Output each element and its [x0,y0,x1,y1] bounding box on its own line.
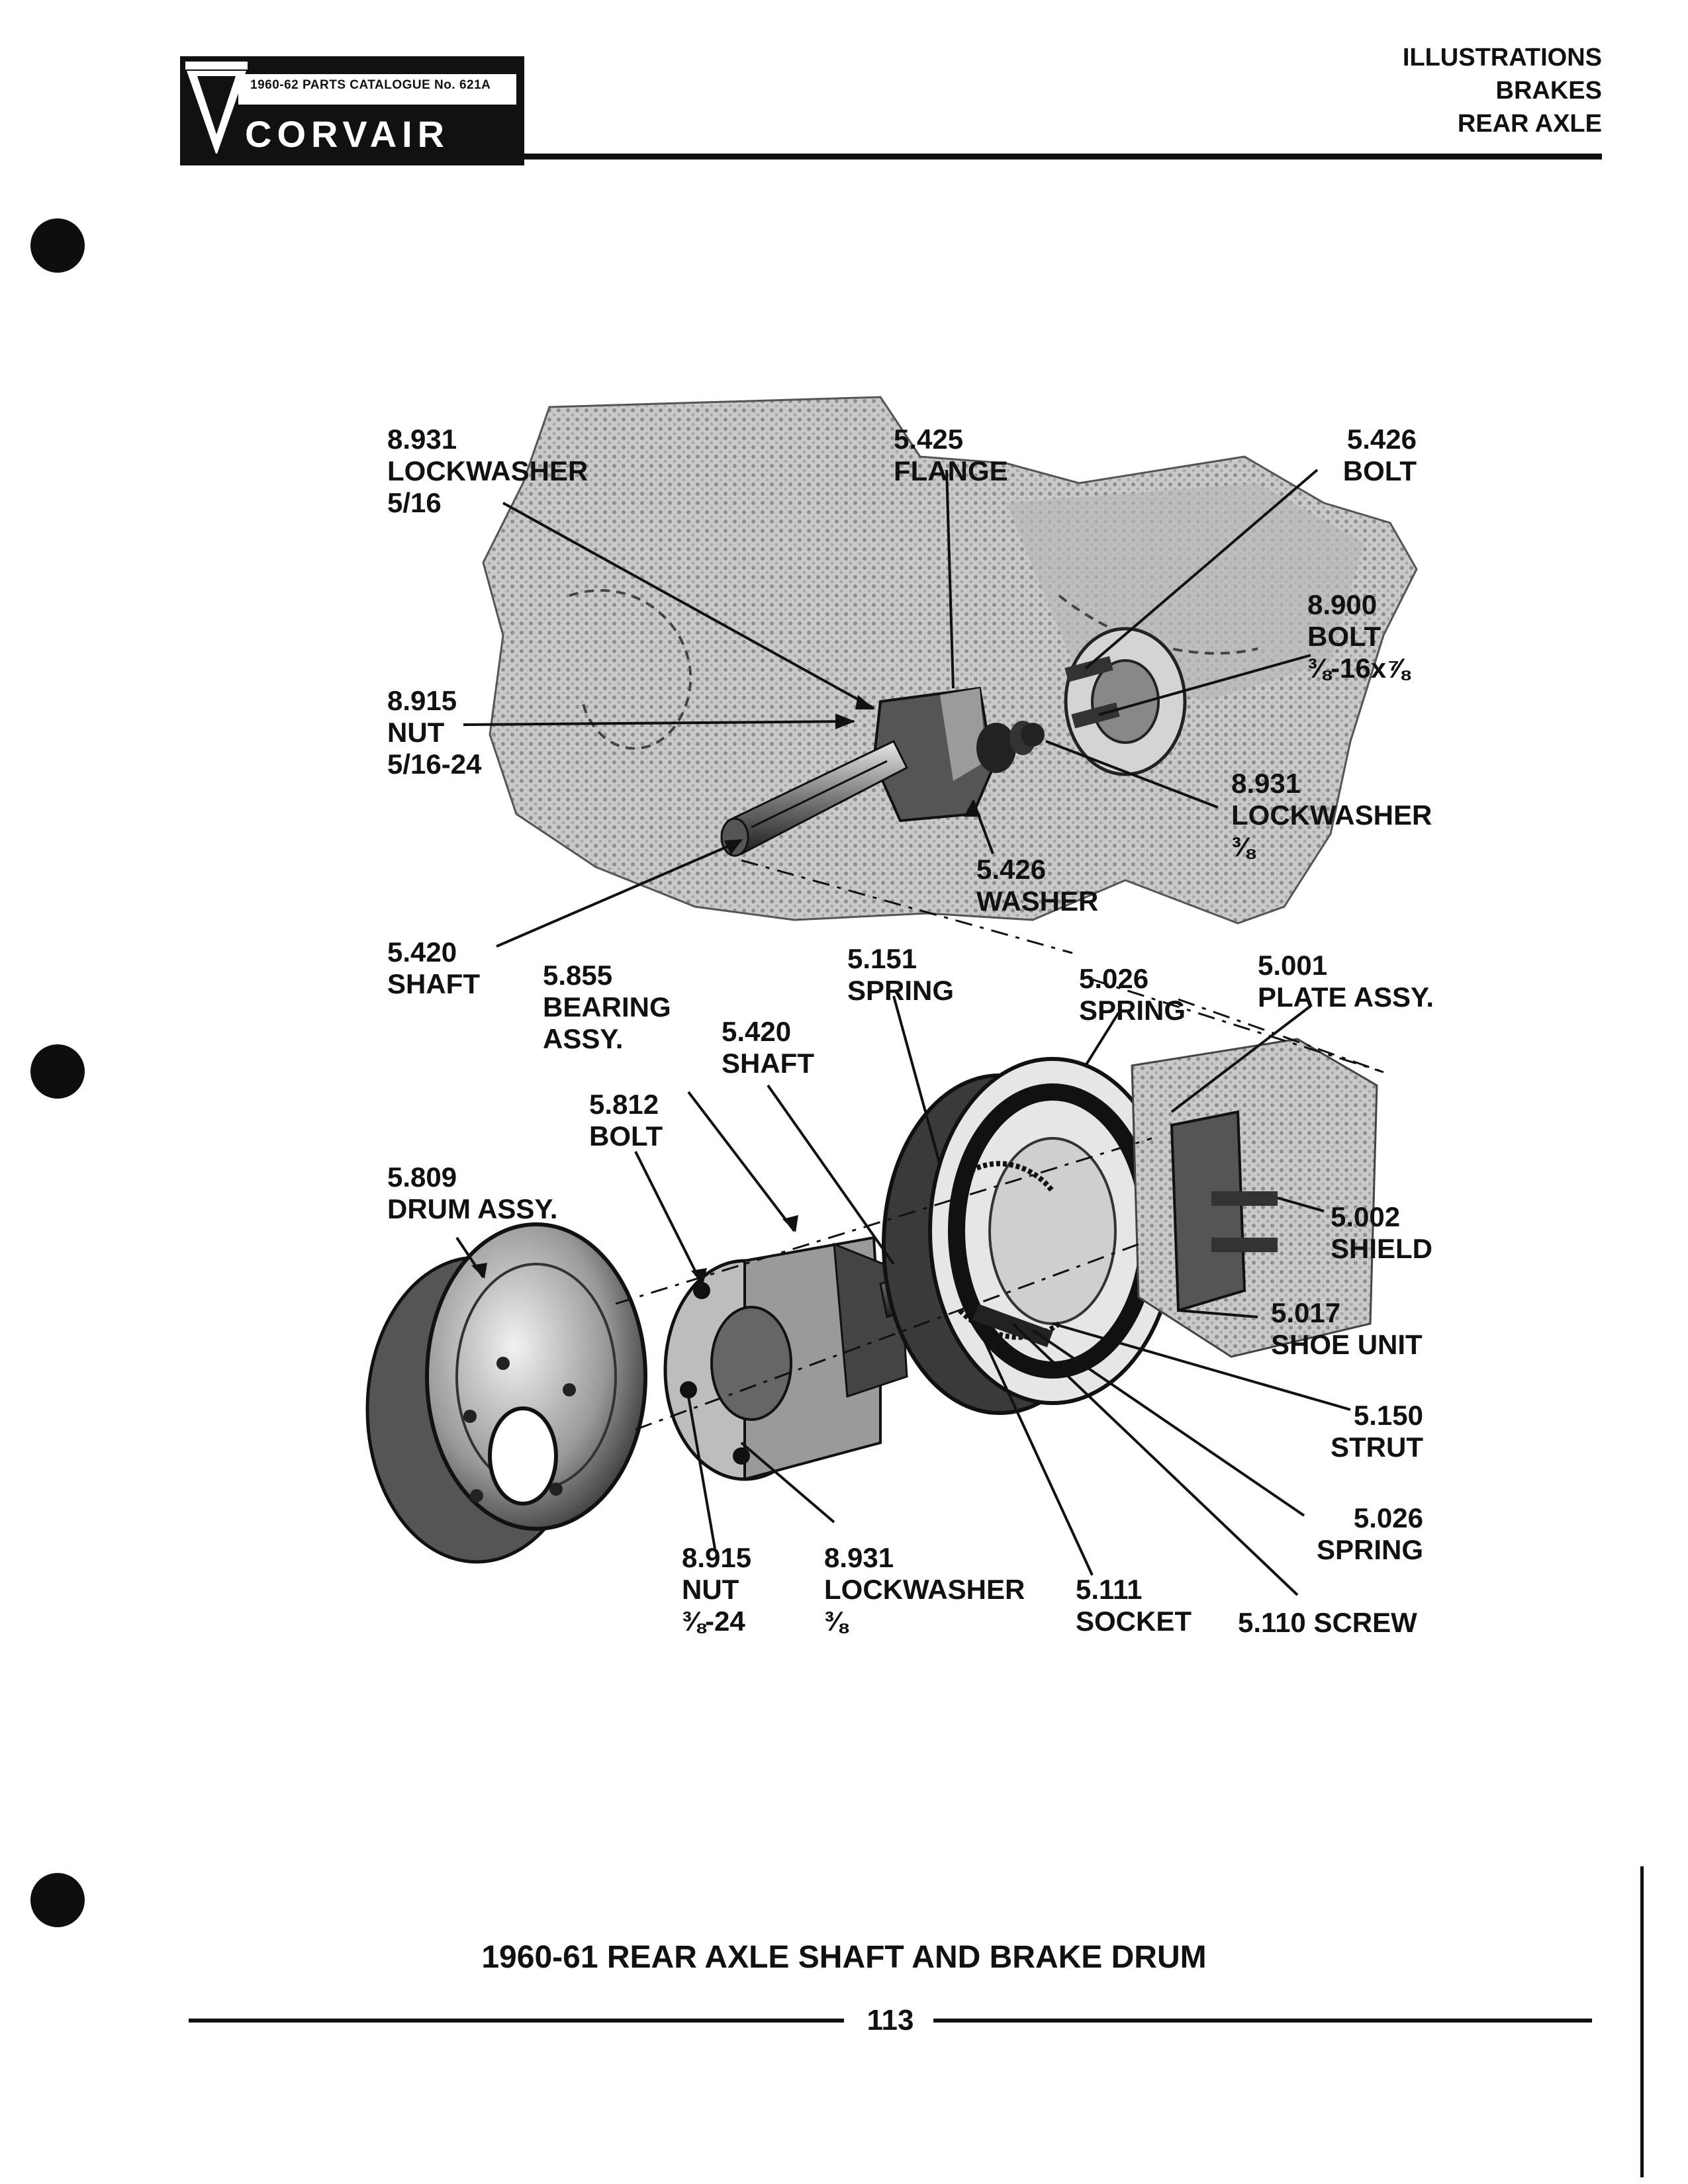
binder-hole-top [30,218,85,273]
brand-name: CORVAIR [245,113,450,155]
assembly-dashed-lines [615,859,1384,1431]
header-rule [180,154,1602,159]
upper-flange-bracket [872,686,1036,823]
footer-rule-right [933,2019,1592,2023]
section-heading: ILLUSTRATIONS BRAKES REAR AXLE [1403,41,1602,140]
hub-and-bearing [663,1236,908,1481]
exploded-view-illustration [365,396,1418,1596]
section-rear-axle: REAR AXLE [1457,110,1602,138]
catalog-number: 1960-62 PARTS CATALOGUE No. 621A [250,78,491,92]
margin-bar [1640,1866,1644,2177]
brake-drum [365,1222,647,1564]
binder-hole-bottom [30,1873,85,1927]
section-illustrations: ILLUSTRATIONS [1402,44,1602,71]
binder-hole-middle [30,1044,85,1099]
section-brakes: BRAKES [1495,77,1602,105]
callout-leader-lines [455,469,1351,1596]
page-number: 113 [867,2004,914,2036]
logo-catalog-strip [238,74,516,105]
upper-hub-bolts [1021,627,1187,776]
plate-and-shield [1131,1038,1378,1358]
chevrolet-emblem-icon [185,62,248,156]
footer-rule-left [189,2019,844,2023]
backing-plate-shoes [882,1057,1177,1415]
callout-arrowheads [471,695,981,1285]
callout-screw: 5.110 SCREW [1238,1607,1417,1638]
figure-caption: 1960-61 REAR AXLE SHAFT AND BRAKE DRUM [481,1940,1207,1975]
